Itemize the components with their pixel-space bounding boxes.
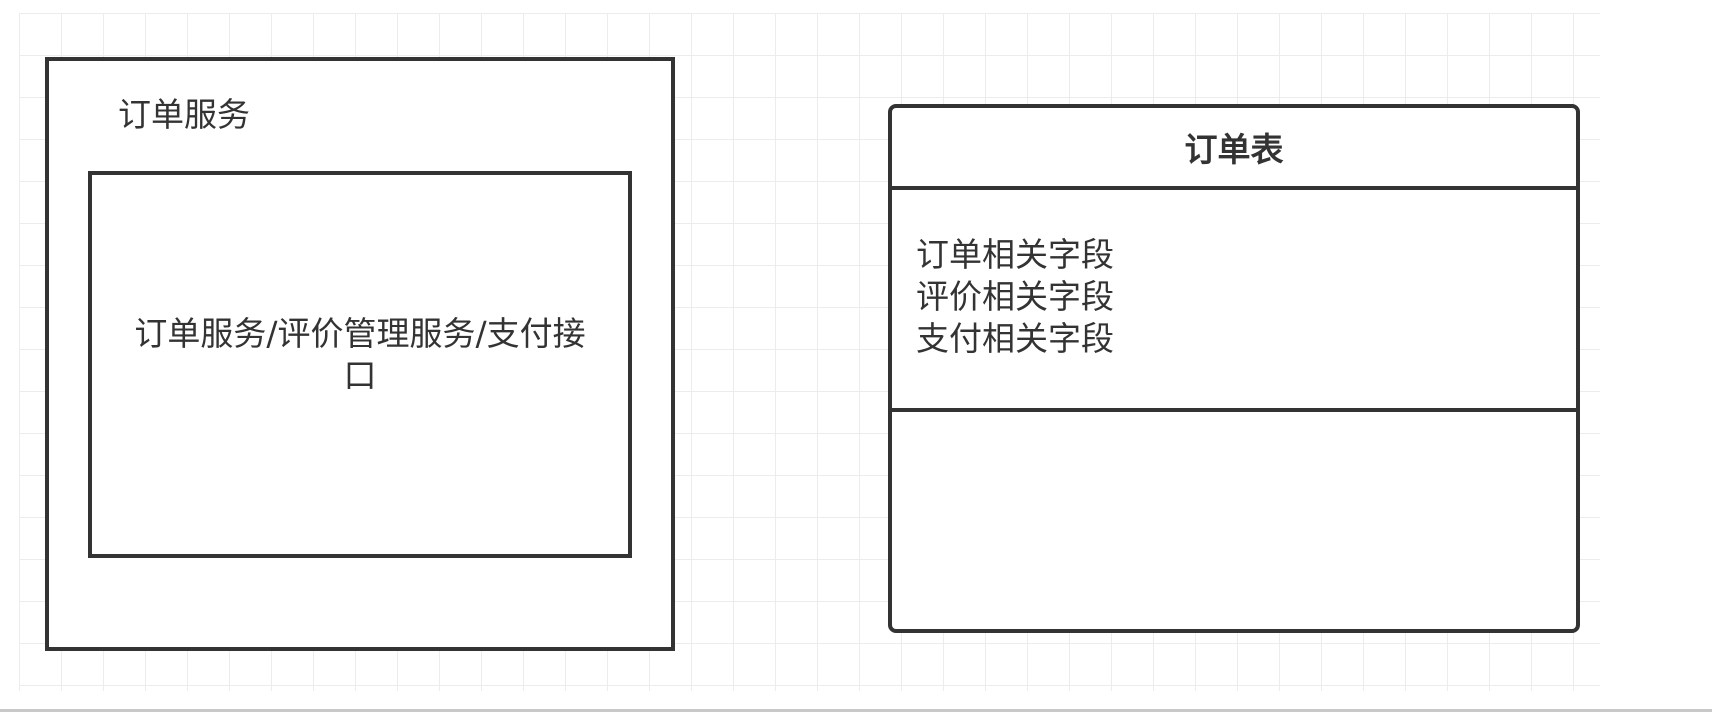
order-service-label: 订单服务 [118, 95, 250, 134]
service-interface-box[interactable]: 订单服务/评价管理服务/支付接口 [88, 171, 632, 558]
order-table-entity[interactable]: 订单表 订单相关字段 评价相关字段 支付相关字段 [888, 104, 1580, 633]
bottom-divider [0, 709, 1712, 712]
service-interface-label: 订单服务/评价管理服务/支付接口 [134, 313, 586, 395]
order-table-methods-section [892, 412, 1576, 629]
field-review: 评价相关字段 [916, 277, 1114, 316]
order-table-title: 订单表 [1184, 130, 1284, 169]
order-table-header: 订单表 [892, 108, 1576, 190]
field-payment: 支付相关字段 [916, 319, 1114, 358]
order-table-fields-section: 订单相关字段 评价相关字段 支付相关字段 [892, 190, 1576, 412]
field-list: 订单相关字段 评价相关字段 支付相关字段 [916, 234, 1114, 360]
field-order: 订单相关字段 [916, 235, 1114, 274]
